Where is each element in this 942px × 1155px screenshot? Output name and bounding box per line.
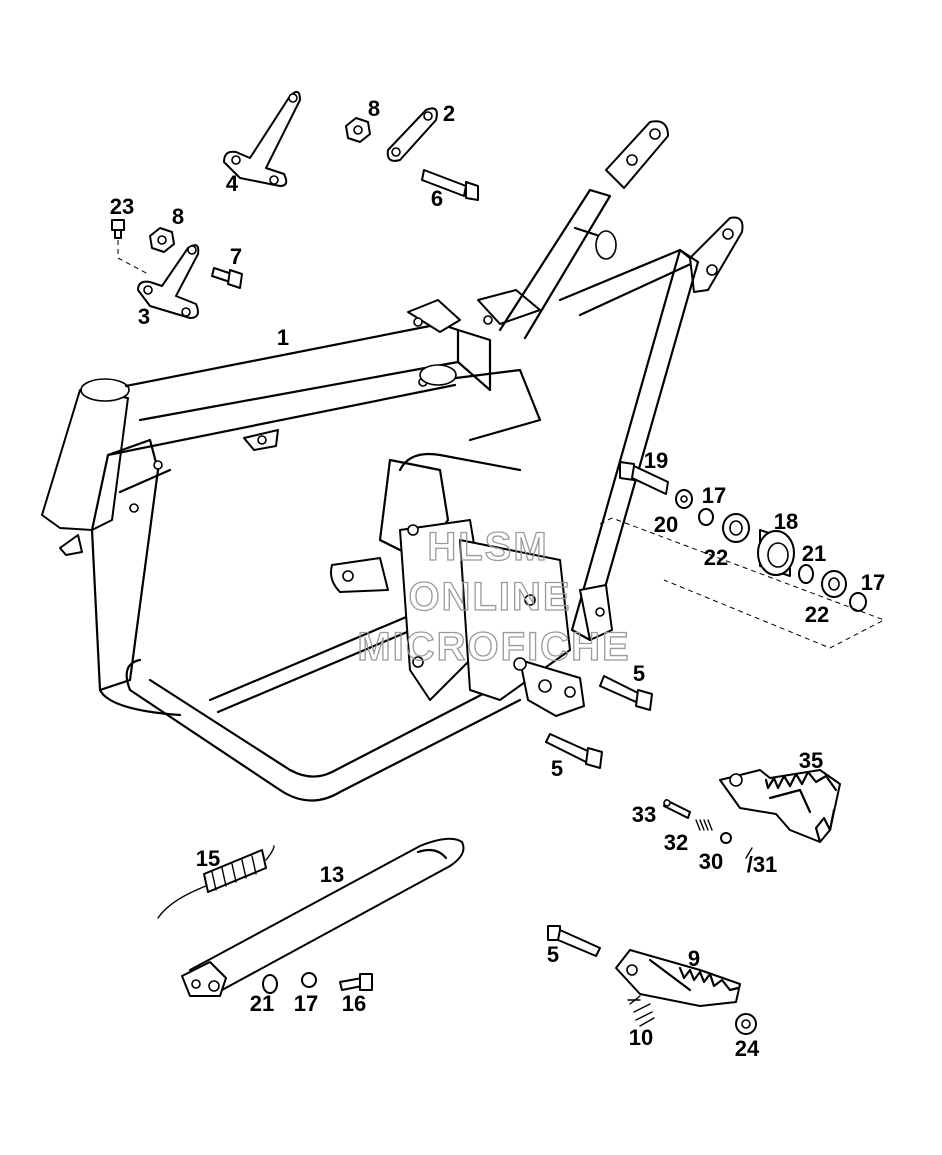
callout-4: 4 [226,171,239,196]
callout-8-top: 8 [368,96,380,121]
callout-22-b: 22 [805,602,829,627]
footrest-9 [615,949,741,1007]
top-tube-lower [106,383,457,457]
callout-31: /31 [747,852,778,877]
nut-24 [735,1013,757,1035]
ring-17-a [698,508,714,526]
bolt-5-c [547,925,601,957]
spring-32 [695,819,713,831]
top-tube-joint [456,328,492,392]
callout-3: 3 [138,304,150,329]
washer-30 [720,832,732,844]
bolt-16 [339,973,373,991]
callout-17-c: 17 [294,991,318,1016]
callout-13: 13 [320,862,344,887]
callout-24: 24 [735,1036,760,1061]
callout-18: 18 [774,509,798,534]
callout-9: 9 [688,946,700,971]
bolt-6 [421,169,479,201]
callout-21-b: 21 [250,991,274,1016]
steering-head-opening [80,378,130,402]
spring-15 [157,845,275,919]
callout-17-a: 17 [702,483,726,508]
nut-8-left [149,227,175,253]
callout-35: 35 [799,748,823,773]
bushing-18 [757,529,795,577]
callout-20: 20 [654,512,678,537]
footrest-35 [719,769,841,844]
bolt-7 [211,267,243,289]
callout-2: 2 [443,101,455,126]
bracket-4 [223,90,301,187]
sleeve-21-b [262,974,278,994]
sleeve-21-a [798,564,814,584]
bolt-19 [619,461,669,495]
callout-32: 32 [664,830,688,855]
top-tube [124,322,460,422]
screw-23 [111,219,125,239]
lower-cradle [125,658,522,802]
callout-23: 23 [110,194,134,219]
pivot-bracket [519,659,585,717]
bolt-5-a [599,675,653,711]
down-tube [90,438,160,692]
bolt-5-b [545,733,603,769]
rear-mount-tab-2 [689,216,744,293]
callout-10: 10 [629,1025,653,1050]
ring-17-b [849,592,867,612]
watermark-line-2: ONLINE [408,575,571,619]
callout-5-a: 5 [633,661,645,686]
callout-21-a: 21 [802,541,826,566]
callout-6: 6 [431,186,443,211]
spring-10 [627,995,655,1027]
callout-8-left: 8 [172,204,184,229]
ring-17-c [301,972,317,988]
callout-5-c: 5 [547,942,559,967]
frame [41,120,744,802]
callouts: 1 2 3 4 5 5 5 6 7 8 8 9 10 13 15 16 17 1… [110,96,885,1061]
callout-22-a: 22 [704,545,728,570]
callout-5-b: 5 [551,756,563,781]
watermark-line-3: MICROFICHE [357,625,630,669]
pin-33 [663,799,691,819]
watermark: HLSM ONLINE MICROFICHE [357,524,630,669]
watermark-line-1: HLSM [427,525,548,569]
nut-8-top [345,117,371,143]
callout-30: 30 [699,849,723,874]
callout-15: 15 [196,846,220,871]
callout-19: 19 [644,448,668,473]
bracket-3 [137,244,200,319]
callout-1: 1 [277,325,289,350]
callout-17-b: 17 [861,570,885,595]
callout-7: 7 [230,244,242,269]
side-stand-13 [181,837,465,997]
callout-33: 33 [632,802,656,827]
callout-16: 16 [342,991,366,1016]
plate-2 [386,107,438,162]
steering-head-tube [41,389,129,531]
